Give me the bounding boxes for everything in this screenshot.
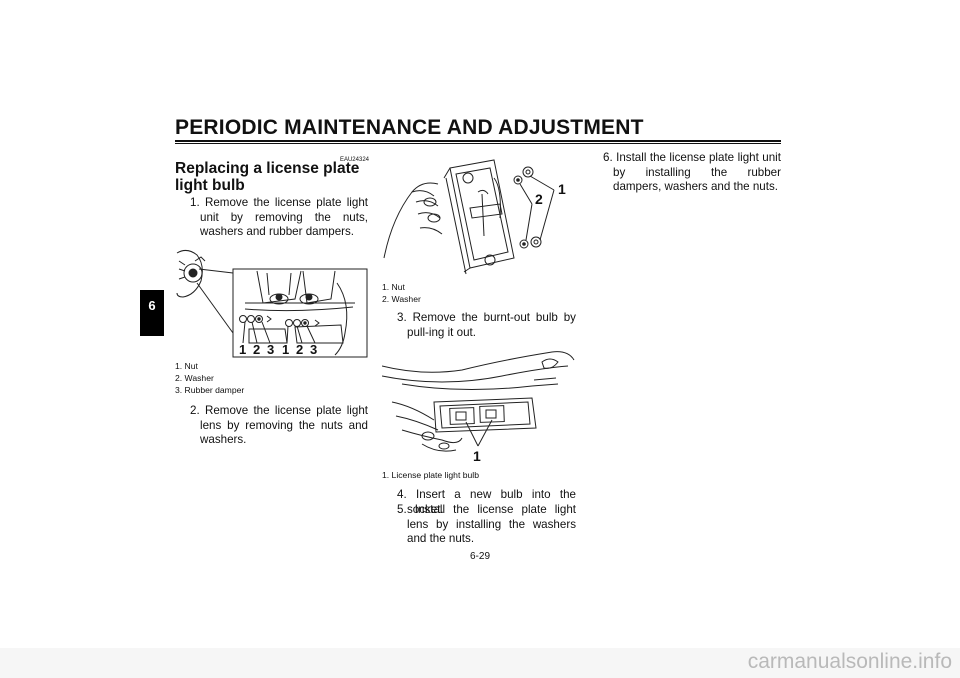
step-3-text: Remove the burnt-out bulb by pull-ing it…: [407, 311, 576, 339]
section-title: Replacing a license plate light bulb: [175, 160, 360, 194]
fig1-callout-2: 2: [253, 342, 260, 357]
figure-1-caption: 1. Nut 2. Washer 3. Rubber damper: [175, 360, 244, 396]
header-rule-thin: [175, 143, 781, 144]
step-1-number: 1.: [190, 196, 200, 209]
step-4-text: Insert a new bulb into the socket.: [407, 488, 576, 516]
page-number: 6-29: [469, 551, 490, 562]
page-header-title: PERIODIC MAINTENANCE AND ADJUSTMENT: [175, 116, 644, 139]
fig3-caption-1: 1. License plate light bulb: [382, 470, 479, 480]
figure-3-caption: 1. License plate light bulb: [382, 469, 479, 481]
fig1-callout-3: 3: [267, 342, 274, 357]
step-2-number: 2.: [190, 404, 200, 417]
step-2: 2. Remove the license plate light lens b…: [175, 404, 368, 448]
step-4-number: 4.: [397, 488, 407, 501]
fig1-caption-2: 2. Washer: [175, 373, 214, 383]
section-code: EAU24324: [339, 157, 369, 163]
step-3-number: 3.: [397, 311, 407, 324]
fig1-callout-6: 3: [310, 342, 317, 357]
watermark-text[interactable]: carmanualsonline.info: [747, 650, 952, 673]
figure-3-bulb-removal-illustration: 1: [382, 351, 575, 464]
figure-1-rear-fender-illustration: 1 2 3 1 2 3: [176, 249, 368, 358]
step-5-text: Install the license plate light lens by …: [407, 503, 576, 546]
fig1-caption-1: 1. Nut: [175, 361, 198, 371]
fig2-caption-2: 2. Washer: [382, 294, 421, 304]
fig1-callout-5: 2: [296, 342, 303, 357]
fig1-callout-4: 1: [282, 342, 289, 357]
figure-2-caption: 1. Nut 2. Washer: [382, 281, 421, 305]
fig1-callout-1: 1: [239, 342, 246, 357]
fig1-caption-3: 3. Rubber damper: [175, 385, 245, 395]
step-5: 5. Install the license plate light lens …: [382, 503, 576, 547]
step-6-text: Install the license plate light unit by …: [613, 151, 781, 194]
step-5-number: 5.: [397, 503, 407, 516]
fig2-callout-2: 2: [535, 191, 543, 207]
step-1: 1. Remove the license plate light unit b…: [175, 196, 368, 240]
figure-2-light-unit-illustration: 1 2: [383, 159, 566, 275]
fig2-callout-1: 1: [558, 181, 566, 197]
step-1-text: Remove the license plate light unit by r…: [200, 196, 368, 239]
header-rule: [175, 140, 781, 142]
fig2-caption-1: 1. Nut: [382, 282, 405, 292]
chapter-tab: [140, 290, 164, 336]
step-3: 3. Remove the burnt-out bulb by pull-ing…: [382, 311, 576, 340]
step-2-text: Remove the license plate light lens by r…: [200, 404, 368, 447]
chapter-tab-number: 6: [148, 298, 156, 313]
step-6: 6. Install the license plate light unit …: [588, 151, 781, 195]
footer-strip: [0, 648, 960, 678]
step-6-number: 6.: [603, 151, 613, 164]
fig3-callout-1: 1: [473, 448, 481, 464]
step-4: 4. Insert a new bulb into the socket.: [382, 488, 576, 517]
